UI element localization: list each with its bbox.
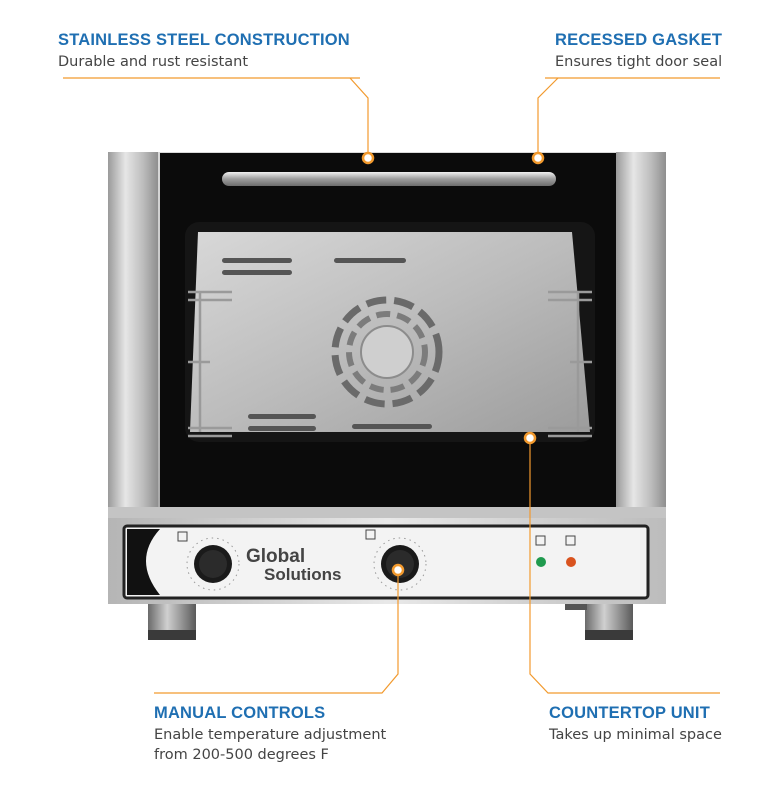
callout-description: Durable and rust resistant	[58, 54, 249, 70]
heat-symbol-icon	[565, 535, 576, 546]
callout-description: Takes up minimal space	[549, 727, 722, 743]
callout-markers	[361, 151, 545, 577]
thermometer-icon	[365, 529, 376, 540]
timer-symbol-icon	[177, 531, 188, 542]
leader-lines	[154, 77, 720, 694]
callout-countertop-unit: COUNTERTOP UNIT Takes up minimal space	[549, 704, 722, 745]
callout-recessed-gasket: RECESSED GASKET Ensures tight door seal	[555, 31, 722, 72]
power-indicator-light	[536, 557, 546, 567]
callout-description-line1: Enable temperature adjustment	[154, 727, 387, 743]
control-panel: Global Solutions	[108, 518, 666, 604]
brand-line2: Solutions	[264, 565, 341, 584]
oven-door-glass	[160, 153, 616, 507]
callout-title: RECESSED GASKET	[555, 31, 723, 49]
callout-description: Ensures tight door seal	[555, 54, 723, 70]
callout-stainless-steel: STAINLESS STEEL CONSTRUCTION Durable and…	[58, 31, 350, 72]
callout-title: MANUAL CONTROLS	[154, 704, 326, 722]
door-handle[interactable]	[222, 172, 556, 186]
callout-manual-controls: MANUAL CONTROLS Enable temperature adjus…	[154, 704, 386, 765]
callout-description-line2: from 200-500 degrees F	[154, 747, 329, 763]
brand-line1: Global	[246, 546, 305, 567]
fan-guard	[331, 296, 443, 408]
power-symbol-icon	[535, 535, 546, 546]
callout-title: STAINLESS STEEL CONSTRUCTION	[58, 31, 350, 49]
oven-feet	[148, 598, 633, 640]
heat-indicator-light	[566, 557, 576, 567]
callout-title: COUNTERTOP UNIT	[549, 704, 710, 722]
timer-dial[interactable]	[186, 537, 240, 591]
